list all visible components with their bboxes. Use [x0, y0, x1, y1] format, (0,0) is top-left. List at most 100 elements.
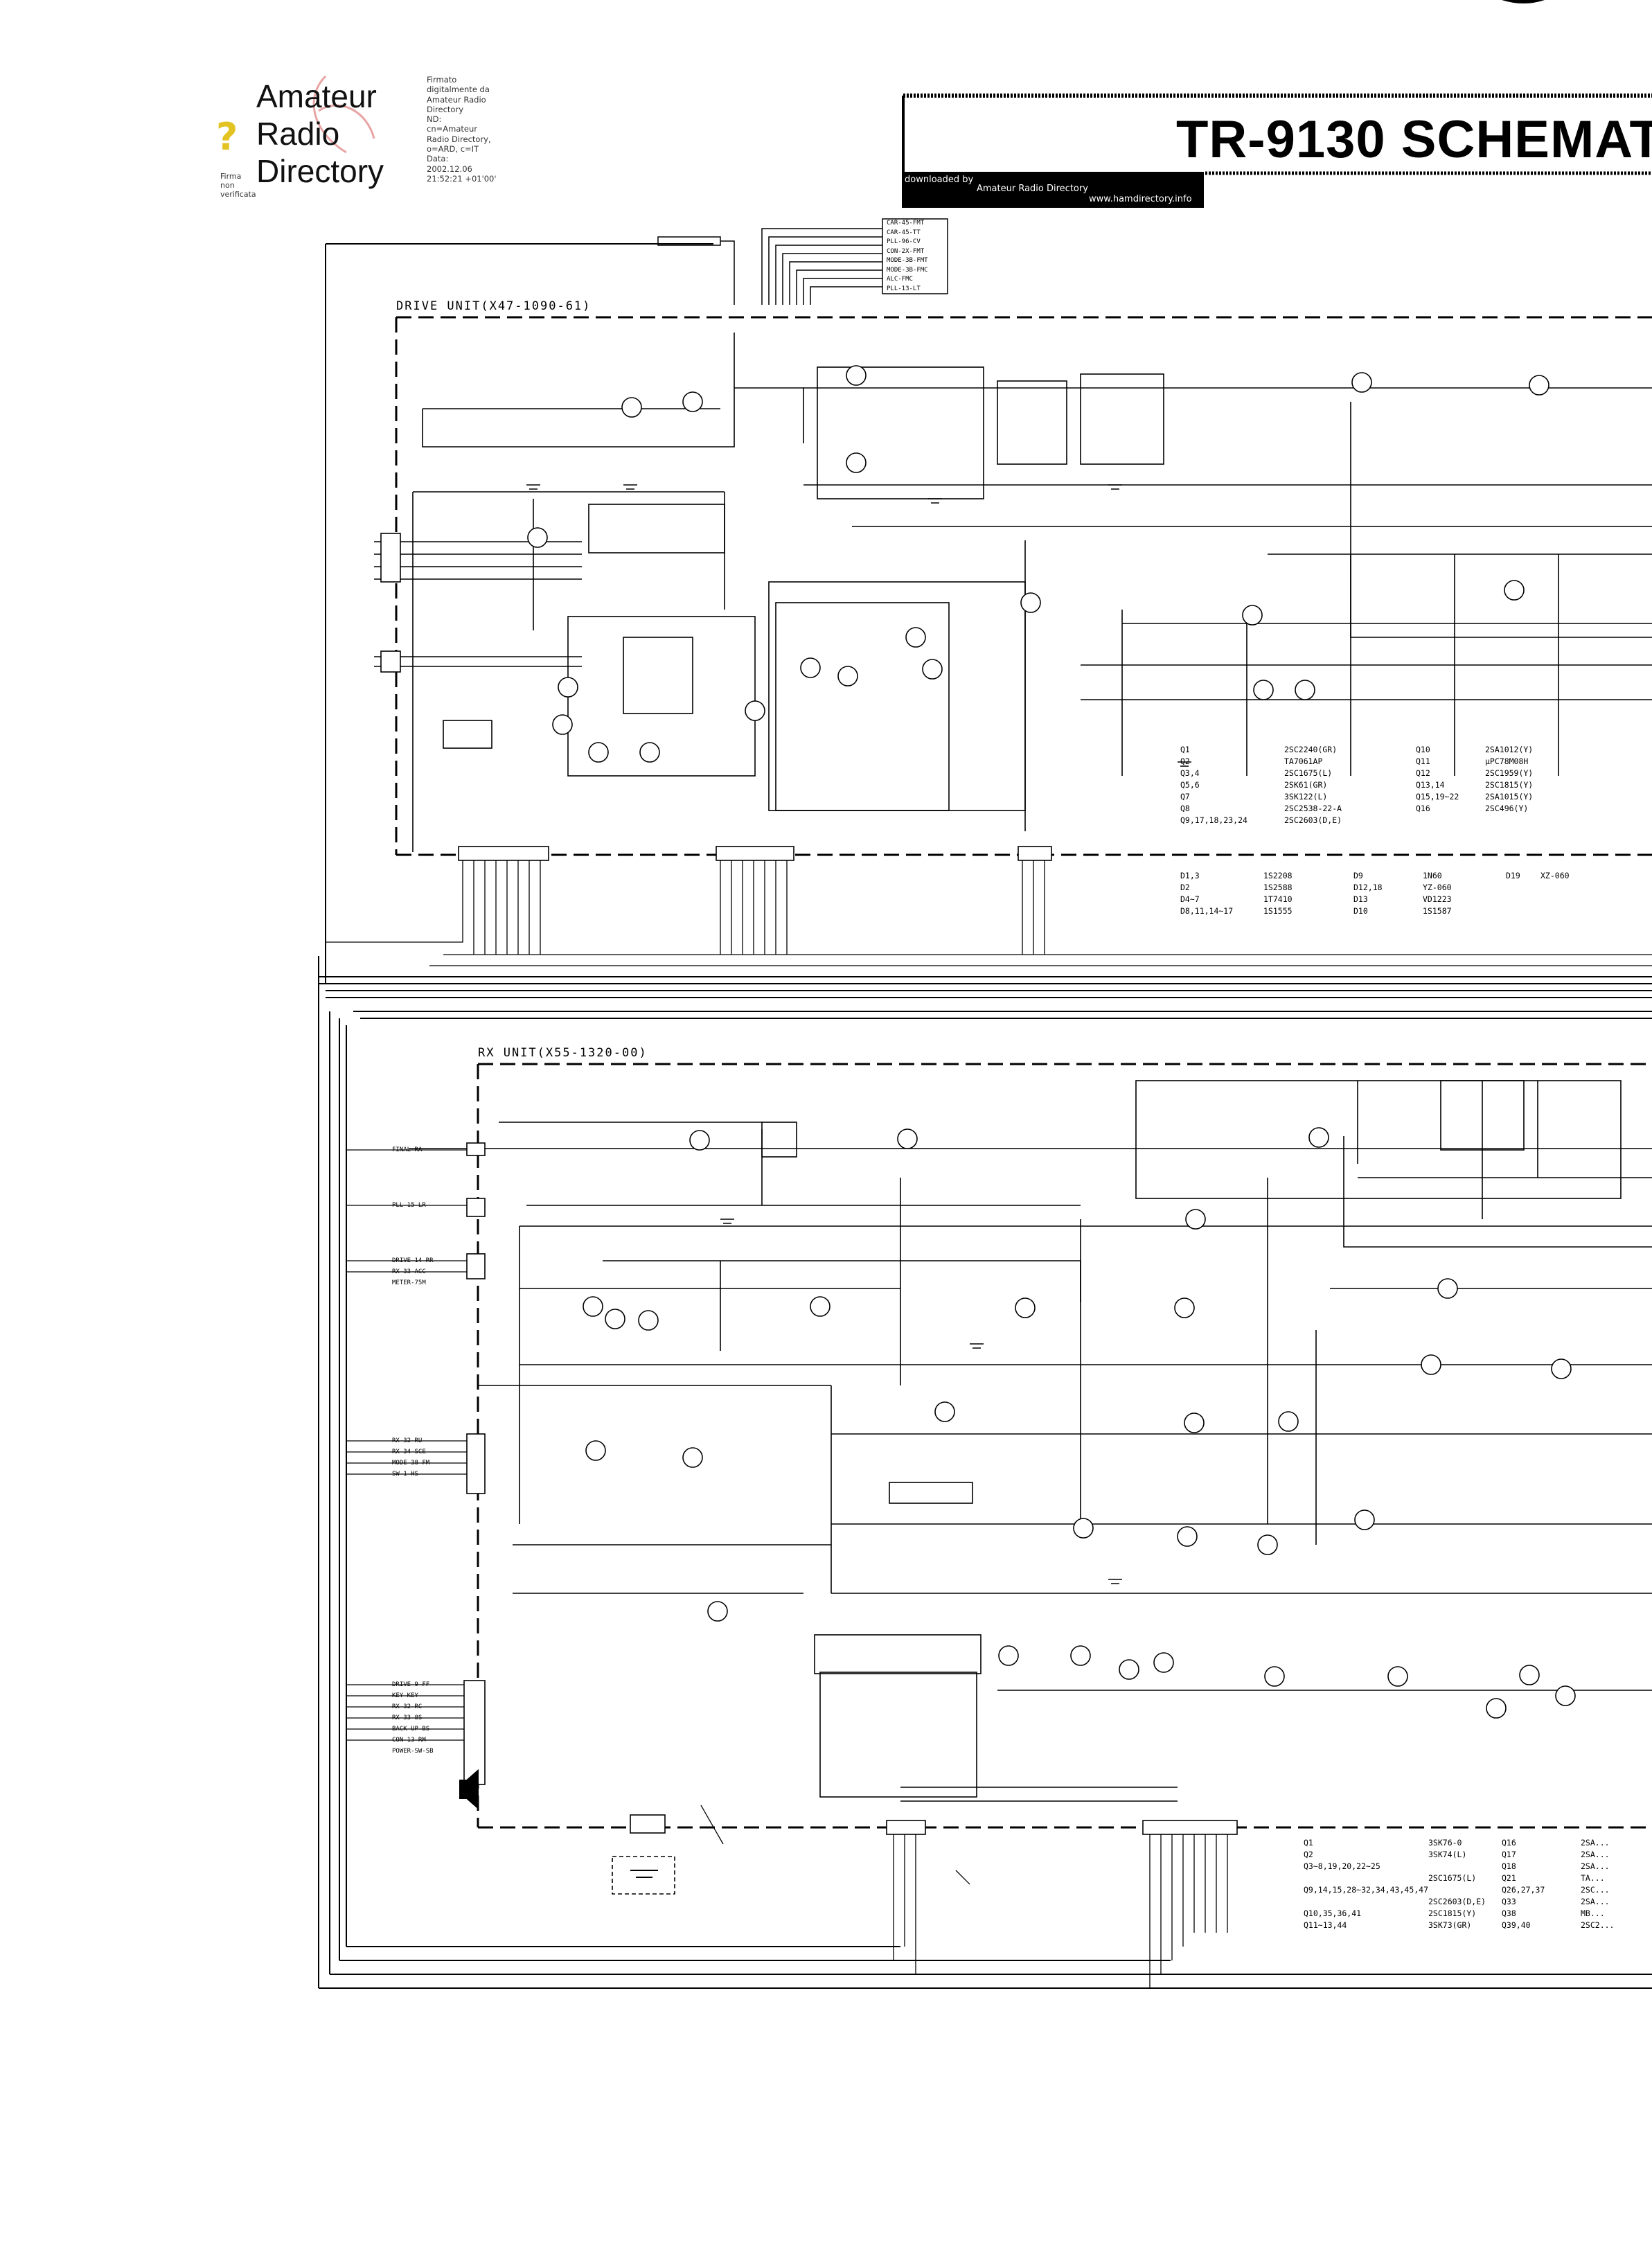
table-cell: 2SC2240(GR): [1284, 745, 1338, 754]
signal-label: PLL-15-LR: [392, 1202, 426, 1209]
table-cell: 2SC2603(D,E): [1428, 1897, 1486, 1906]
table-cell: YZ-060: [1423, 883, 1452, 892]
banner-line-2: Amateur Radio Directory: [977, 184, 1088, 194]
table-row: D1,3 1S2208 D9 1N60 D19 XZ-060: [1180, 870, 1651, 882]
signal-label: BACK-UP-BS: [392, 1726, 430, 1733]
table-cell: 2SA...: [1581, 1838, 1610, 1848]
table-cell: 2SA1012(Y): [1485, 745, 1534, 754]
table-cell: Q3,4: [1180, 768, 1200, 778]
connector-label: CAR-45-TT: [887, 229, 921, 236]
table-cell: 2SC1959(Y): [1485, 768, 1534, 778]
logo-line-3: Directory: [256, 153, 384, 189]
table-cell: Q5,6: [1180, 780, 1200, 790]
table-cell: TA7061AP: [1284, 756, 1323, 766]
table-cell: Q10: [1416, 745, 1430, 754]
drive-transistors: [527, 365, 1549, 763]
table-cell: Q26,27,37: [1502, 1885, 1545, 1895]
rx-unit-label: RX UNIT(X55-1320-00): [478, 1046, 648, 1060]
table-cell: 1S2588: [1263, 883, 1293, 892]
table-cell: D10: [1353, 906, 1368, 916]
table-cell: D2: [1180, 883, 1190, 892]
connector-label: CAR-45-FMT: [887, 220, 925, 227]
rx-left-labels-c: DRIVE-14-RR RX-33-ACC METER-75M: [392, 1255, 434, 1288]
speaker-icon: [459, 1769, 479, 1810]
connector-label: PLL-13-LT: [887, 285, 921, 292]
signature-swirl-icon: [298, 69, 381, 169]
question-mark-icon: ?: [216, 115, 238, 159]
table-cell: 2SC...: [1581, 1885, 1610, 1895]
logo-line-1: Amateur: [256, 78, 377, 114]
table-row: D8,11,14~17 1S1555 D10 1S1587: [1180, 905, 1651, 917]
table-cell: 3SK122(L): [1284, 792, 1328, 801]
rx-left-labels-d: RX-32-RU RX-34-SCE MODE-38-FM SW-1-HS: [392, 1435, 429, 1480]
signature-line: Amateur Radio: [427, 94, 486, 105]
table-cell: Q12: [1416, 768, 1430, 778]
table-cell: µPC78M08H: [1485, 756, 1529, 766]
connector-label: MODE-3B-FMC: [887, 266, 928, 274]
rx-bottom-wires: [700, 1805, 1228, 1988]
banner-line-1: downloaded by: [905, 175, 974, 185]
signal-label: DRIVE-9-FF: [392, 1681, 430, 1688]
top-connector-bundle: [657, 218, 948, 305]
table-cell: Q38: [1502, 1908, 1516, 1918]
table-cell: 2SA...: [1581, 1897, 1610, 1906]
table-cell: 2SC496(Y): [1485, 804, 1529, 813]
table-cell: MB...: [1581, 1908, 1605, 1918]
ground-symbols: [526, 484, 1191, 1584]
table-row: D4~7 1T7410 D13 VD1223: [1180, 894, 1651, 905]
signature-line: Directory: [427, 104, 464, 114]
drive-diode-table: D1,3 1S2208 D9 1N60 D19 XZ-060 D2 1S2588…: [1180, 870, 1651, 917]
page-title: TR-9130 SCHEMAT: [1176, 110, 1652, 169]
table-cell: D19: [1506, 871, 1520, 880]
table-cell: Q33: [1502, 1897, 1516, 1906]
table-cell: D4~7: [1180, 894, 1200, 904]
rx-connectors: [463, 1142, 1238, 1895]
table-cell: 3SK73(GR): [1428, 1920, 1472, 1930]
connector-label: MODE-3B-FMT: [887, 257, 928, 264]
signature-line: digitalmente da: [427, 85, 490, 95]
table-cell: 2SA...: [1581, 1861, 1610, 1871]
signal-label: RX-32-RU: [392, 1437, 423, 1444]
rx-left-labels-e: DRIVE-9-FF KEY-KEY RX-32-RC RX-33-8S BAC…: [392, 1679, 434, 1757]
signature-line: 2002.12.06: [427, 163, 472, 174]
table-cell: D13: [1353, 894, 1368, 904]
signal-label: RX-33-8S: [392, 1715, 423, 1721]
table-row: D2 1S2588 D12,18 YZ-060: [1180, 882, 1651, 894]
signature-line: 21:52:21 +01'00': [427, 173, 497, 184]
table-row: 2SC2603(D,E) Q33 2SA...: [1304, 1896, 1650, 1908]
firma-line: Firma: [220, 172, 242, 181]
table-row: Q2 TA7061AP Q11 µPC78M08H: [1180, 756, 1554, 768]
table-cell: Q16: [1416, 804, 1430, 813]
signature-line: cn=Amateur: [427, 124, 477, 134]
table-cell: XZ-060: [1540, 871, 1570, 880]
rx-left-labels-b: PLL-15-LR: [392, 1200, 426, 1211]
table-cell: 2SA1015(Y): [1485, 792, 1534, 801]
table-cell: Q17: [1502, 1850, 1516, 1859]
connector-label: ALC-FMC: [887, 276, 913, 283]
table-cell: 2SC2538-22-A: [1284, 804, 1342, 813]
connector-label: PLL-96-CV: [887, 238, 921, 245]
signal-label: POWER-SW-SB: [392, 1748, 434, 1755]
table-cell: TA...: [1581, 1873, 1605, 1883]
signal-label: MODE-38-FM: [392, 1460, 430, 1467]
table-cell: Q13,14: [1416, 780, 1445, 790]
table-cell: 2SC1675(L): [1284, 768, 1333, 778]
table-cell: 1S1587: [1423, 906, 1452, 916]
signal-label: SW-1-HS: [392, 1471, 418, 1478]
signature-line: ND:: [427, 114, 442, 125]
table-cell: 1S1555: [1263, 906, 1293, 916]
table-cell: 2SC1815(Y): [1428, 1908, 1477, 1918]
table-cell: 2SK61(GR): [1284, 780, 1328, 790]
firma-note: Firma non verificata: [220, 172, 256, 199]
table-cell: Q10,35,36,41: [1304, 1908, 1362, 1918]
digital-signature: Firmato digitalmente da Amateur Radio Di…: [427, 75, 504, 184]
logo-line-2: Radio: [256, 116, 340, 152]
banner-link[interactable]: www.hamdirectory.info: [1089, 194, 1192, 204]
table-row: Q8 2SC2538-22-A Q16 2SC496(Y): [1180, 803, 1554, 815]
signature-line: Firmato: [427, 75, 457, 85]
table-cell: Q15,19~22: [1416, 792, 1459, 801]
table-row: Q3,4 2SC1675(L) Q12 2SC1959(Y): [1180, 768, 1554, 779]
rx-transistors: [583, 1127, 1576, 1719]
table-cell: Q9,17,18,23,24: [1180, 815, 1247, 825]
